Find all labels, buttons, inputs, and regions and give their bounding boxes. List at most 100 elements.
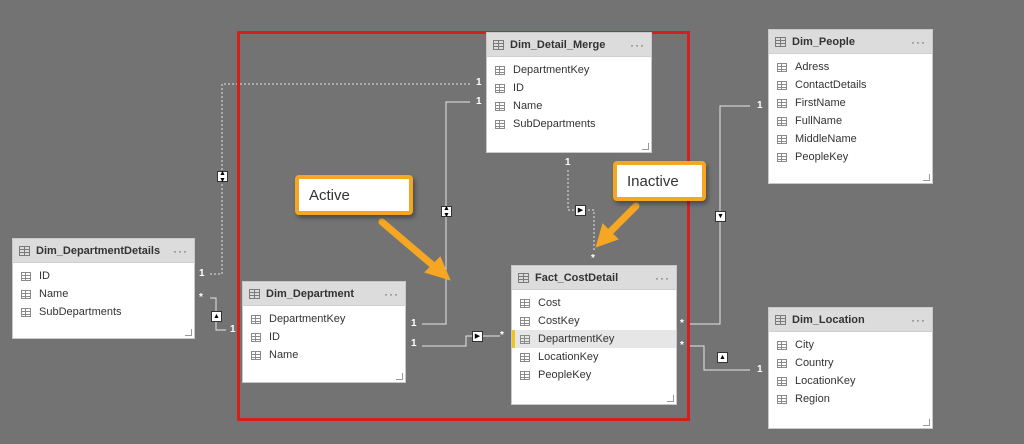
table-fact-costdetail[interactable]: Fact_CostDetail ··· Cost CostKey Departm… [511,265,677,405]
column-icon [251,314,261,324]
resize-handle[interactable] [667,395,674,402]
column-icon [520,316,530,326]
table-field[interactable]: FirstName [769,94,932,112]
field-name: FullName [795,115,843,127]
table-header[interactable]: Fact_CostDetail ··· [512,266,676,290]
table-name: Dim_Department [266,287,355,300]
more-options-icon[interactable]: ··· [173,243,188,258]
more-options-icon[interactable]: ··· [630,37,645,52]
single-direction-filter-icon[interactable]: ▲ [717,352,728,363]
table-field[interactable]: DepartmentKey [243,310,405,328]
single-direction-filter-icon[interactable]: ▶ [472,331,483,342]
table-field[interactable]: City [769,336,932,354]
callout-inactive: Inactive [613,161,706,201]
field-name: ContactDetails [795,79,867,91]
column-icon [21,271,31,281]
table-field[interactable]: PeopleKey [512,366,676,384]
field-name: PeopleKey [795,151,849,163]
table-header[interactable]: Dim_Detail_Merge ··· [487,33,651,57]
table-field[interactable]: Region [769,390,932,408]
inactive-arrow [595,202,640,248]
table-dim-people[interactable]: Dim_People ··· Adress ContactDetails Fir… [768,29,933,184]
resize-handle[interactable] [923,174,930,181]
column-icon [495,65,505,75]
table-field[interactable]: Cost [512,294,676,312]
single-direction-filter-icon[interactable]: ▶ [575,205,586,216]
column-icon [777,394,787,404]
table-name: Dim_Detail_Merge [510,38,606,51]
table-dim-detail-merge[interactable]: Dim_Detail_Merge ··· DepartmentKey ID Na… [486,32,652,153]
table-field[interactable]: CostKey [512,312,676,330]
column-icon [495,83,505,93]
table-field[interactable]: Name [243,346,405,364]
cardinality-label: * [500,330,504,341]
field-name: CostKey [538,315,580,327]
callout-active: Active [295,175,413,215]
table-field[interactable]: ContactDetails [769,76,932,94]
table-icon [493,39,504,50]
more-options-icon[interactable]: ··· [911,312,926,327]
field-name: MiddleName [795,133,857,145]
cardinality-label: 1 [411,338,417,349]
table-field[interactable]: Adress [769,58,932,76]
bidirectional-filter-icon[interactable]: ▲▼ [441,205,452,219]
table-field[interactable]: PeopleKey [769,148,932,166]
resize-handle[interactable] [396,373,403,380]
more-options-icon[interactable]: ··· [911,34,926,49]
field-name: City [795,339,814,351]
table-header[interactable]: Dim_Department ··· [243,282,405,306]
field-name: Region [795,393,830,405]
resize-handle[interactable] [642,143,649,150]
field-name: Cost [538,297,561,309]
bidirectional-filter-icon[interactable]: ▲▼ [217,170,228,184]
table-icon [775,36,786,47]
field-name: SubDepartments [513,118,596,130]
resize-handle[interactable] [185,329,192,336]
table-icon [775,314,786,325]
table-field[interactable]: FullName [769,112,932,130]
table-dim-departmentdetails[interactable]: Dim_DepartmentDetails ··· ID Name SubDep… [12,238,195,339]
cardinality-label: 1 [757,100,763,111]
table-header[interactable]: Dim_DepartmentDetails ··· [13,239,194,263]
table-field[interactable]: SubDepartments [487,115,651,133]
table-name: Dim_People [792,35,855,48]
column-icon [777,134,787,144]
column-icon [777,340,787,350]
more-options-icon[interactable]: ··· [655,270,670,285]
table-field[interactable]: MiddleName [769,130,932,148]
table-field[interactable]: Country [769,354,932,372]
table-field[interactable]: ID [243,328,405,346]
table-field[interactable]: LocationKey [769,372,932,390]
table-field[interactable]: ID [487,79,651,97]
table-field[interactable]: ID [13,267,194,285]
table-field-selected[interactable]: DepartmentKey [512,330,676,348]
resize-handle[interactable] [923,419,930,426]
table-field[interactable]: LocationKey [512,348,676,366]
single-direction-filter-icon[interactable]: ▲ [211,311,222,322]
table-field[interactable]: SubDepartments [13,303,194,321]
table-field[interactable]: Name [13,285,194,303]
relationship-department-fact [422,335,500,347]
field-name: PeopleKey [538,369,592,381]
more-options-icon[interactable]: ··· [384,286,399,301]
table-field[interactable]: DepartmentKey [487,61,651,79]
column-icon [251,332,261,342]
field-name: ID [513,82,524,94]
cardinality-label: * [680,340,684,351]
relationship-fact-location [688,345,750,371]
table-dim-location[interactable]: Dim_Location ··· City Country LocationKe… [768,307,933,429]
table-name: Dim_Location [792,313,865,326]
table-dim-department[interactable]: Dim_Department ··· DepartmentKey ID Name [242,281,406,383]
single-direction-filter-icon[interactable]: ▼ [715,211,726,222]
table-header[interactable]: Dim_People ··· [769,30,932,54]
column-icon [251,350,261,360]
table-field[interactable]: Name [487,97,651,115]
column-icon [21,307,31,317]
field-name: DepartmentKey [269,313,346,325]
column-icon [21,289,31,299]
table-header[interactable]: Dim_Location ··· [769,308,932,332]
highlight-box [237,31,690,421]
column-icon [777,152,787,162]
column-icon [520,334,530,344]
